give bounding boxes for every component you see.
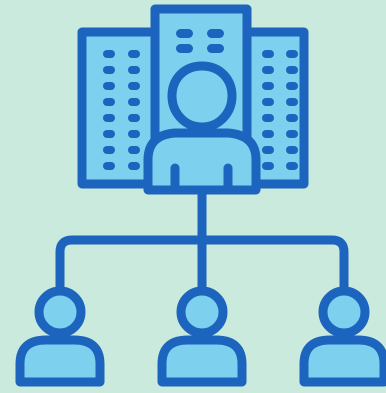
left-building-icon xyxy=(77,27,167,189)
subordinate-person-right-icon xyxy=(299,286,386,387)
subordinate-person-left-icon xyxy=(15,286,105,387)
manager-person-icon xyxy=(143,61,261,195)
hierarchy-connector xyxy=(55,185,349,297)
subordinate-person-center-icon xyxy=(157,286,247,387)
